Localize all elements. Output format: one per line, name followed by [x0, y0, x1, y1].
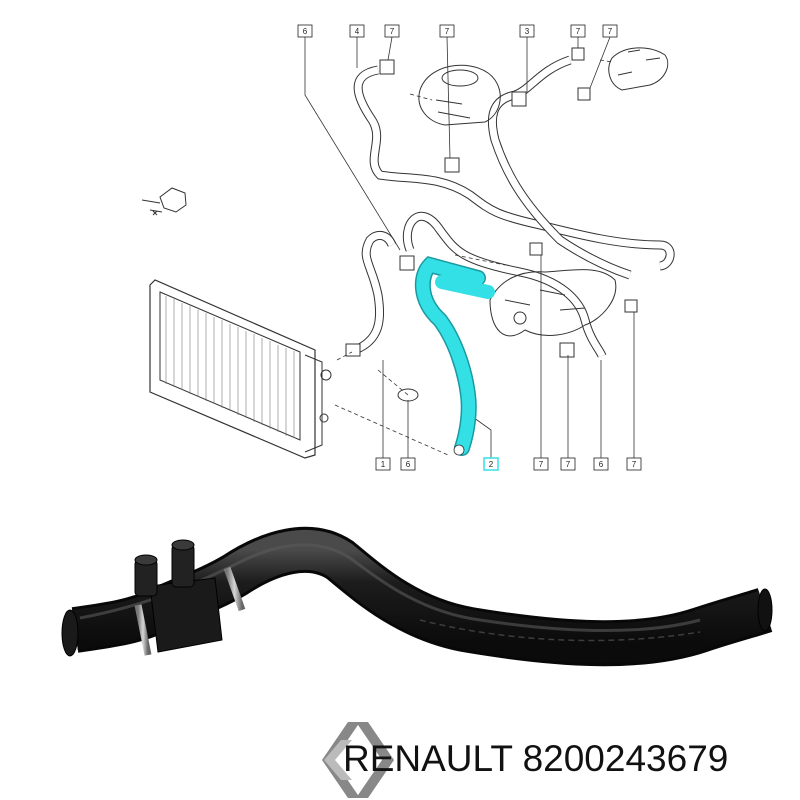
part-number-text: 8200243679: [522, 738, 729, 779]
callout-bottom-3: 7: [533, 457, 549, 471]
brand-and-part-number: RENAULT 8200243679: [343, 734, 793, 784]
svg-text:6: 6: [303, 27, 308, 36]
engine-outlet-drawing: [608, 47, 669, 91]
callouts-top: 6 4 7 7 3 7 7: [297, 24, 618, 38]
radiator-drawing: [149, 279, 332, 459]
svg-text:6: 6: [599, 460, 604, 469]
callouts-bottom: 1 6 2 7 7 6 7: [375, 457, 642, 471]
callout-top-2: 7: [384, 24, 400, 38]
callout-top-6: 7: [602, 24, 618, 38]
callout-top-3: 7: [439, 24, 455, 38]
callout-bottom-2-highlighted: 2: [483, 457, 499, 471]
small-bracket-drawing: [141, 187, 187, 216]
hose-1-clamp-end: [345, 343, 361, 357]
callout-top-5: 7: [570, 24, 586, 38]
callout-leader-lines: [304, 36, 635, 458]
svg-text:7: 7: [566, 460, 571, 469]
expansion-tank-drawing: [418, 64, 501, 126]
callout-bottom-5: 6: [593, 457, 609, 471]
callout-top-1: 4: [349, 24, 365, 38]
callout-top-0: 6: [297, 24, 313, 38]
svg-text:6: 6: [406, 460, 411, 469]
callout-bottom-4: 7: [560, 457, 576, 471]
brand-name-text: RENAULT: [343, 738, 513, 779]
highlighted-hose-part-2: [414, 256, 495, 456]
svg-text:1: 1: [381, 460, 386, 469]
svg-text:2: 2: [489, 460, 494, 469]
svg-text:7: 7: [608, 27, 613, 36]
assembly-dashed-lines: [334, 59, 613, 456]
renault-diamond-logo-icon: [322, 722, 394, 798]
svg-text:7: 7: [445, 27, 450, 36]
hose-clamps: [379, 47, 638, 402]
svg-text:7: 7: [576, 27, 581, 36]
callout-bottom-0: 1: [375, 457, 391, 471]
hose-product-photo: [61, 526, 773, 667]
thermostat-housing-drawing: [489, 269, 617, 337]
callout-bottom-1: 6: [400, 457, 416, 471]
exploded-view-diagram: [141, 36, 675, 459]
svg-text:4: 4: [355, 27, 360, 36]
svg-text:7: 7: [390, 27, 395, 36]
svg-text:7: 7: [632, 460, 637, 469]
svg-text:3: 3: [525, 27, 530, 36]
callout-bottom-6: 7: [626, 457, 642, 471]
callout-top-4: 3: [519, 24, 535, 38]
svg-text:7: 7: [539, 460, 544, 469]
